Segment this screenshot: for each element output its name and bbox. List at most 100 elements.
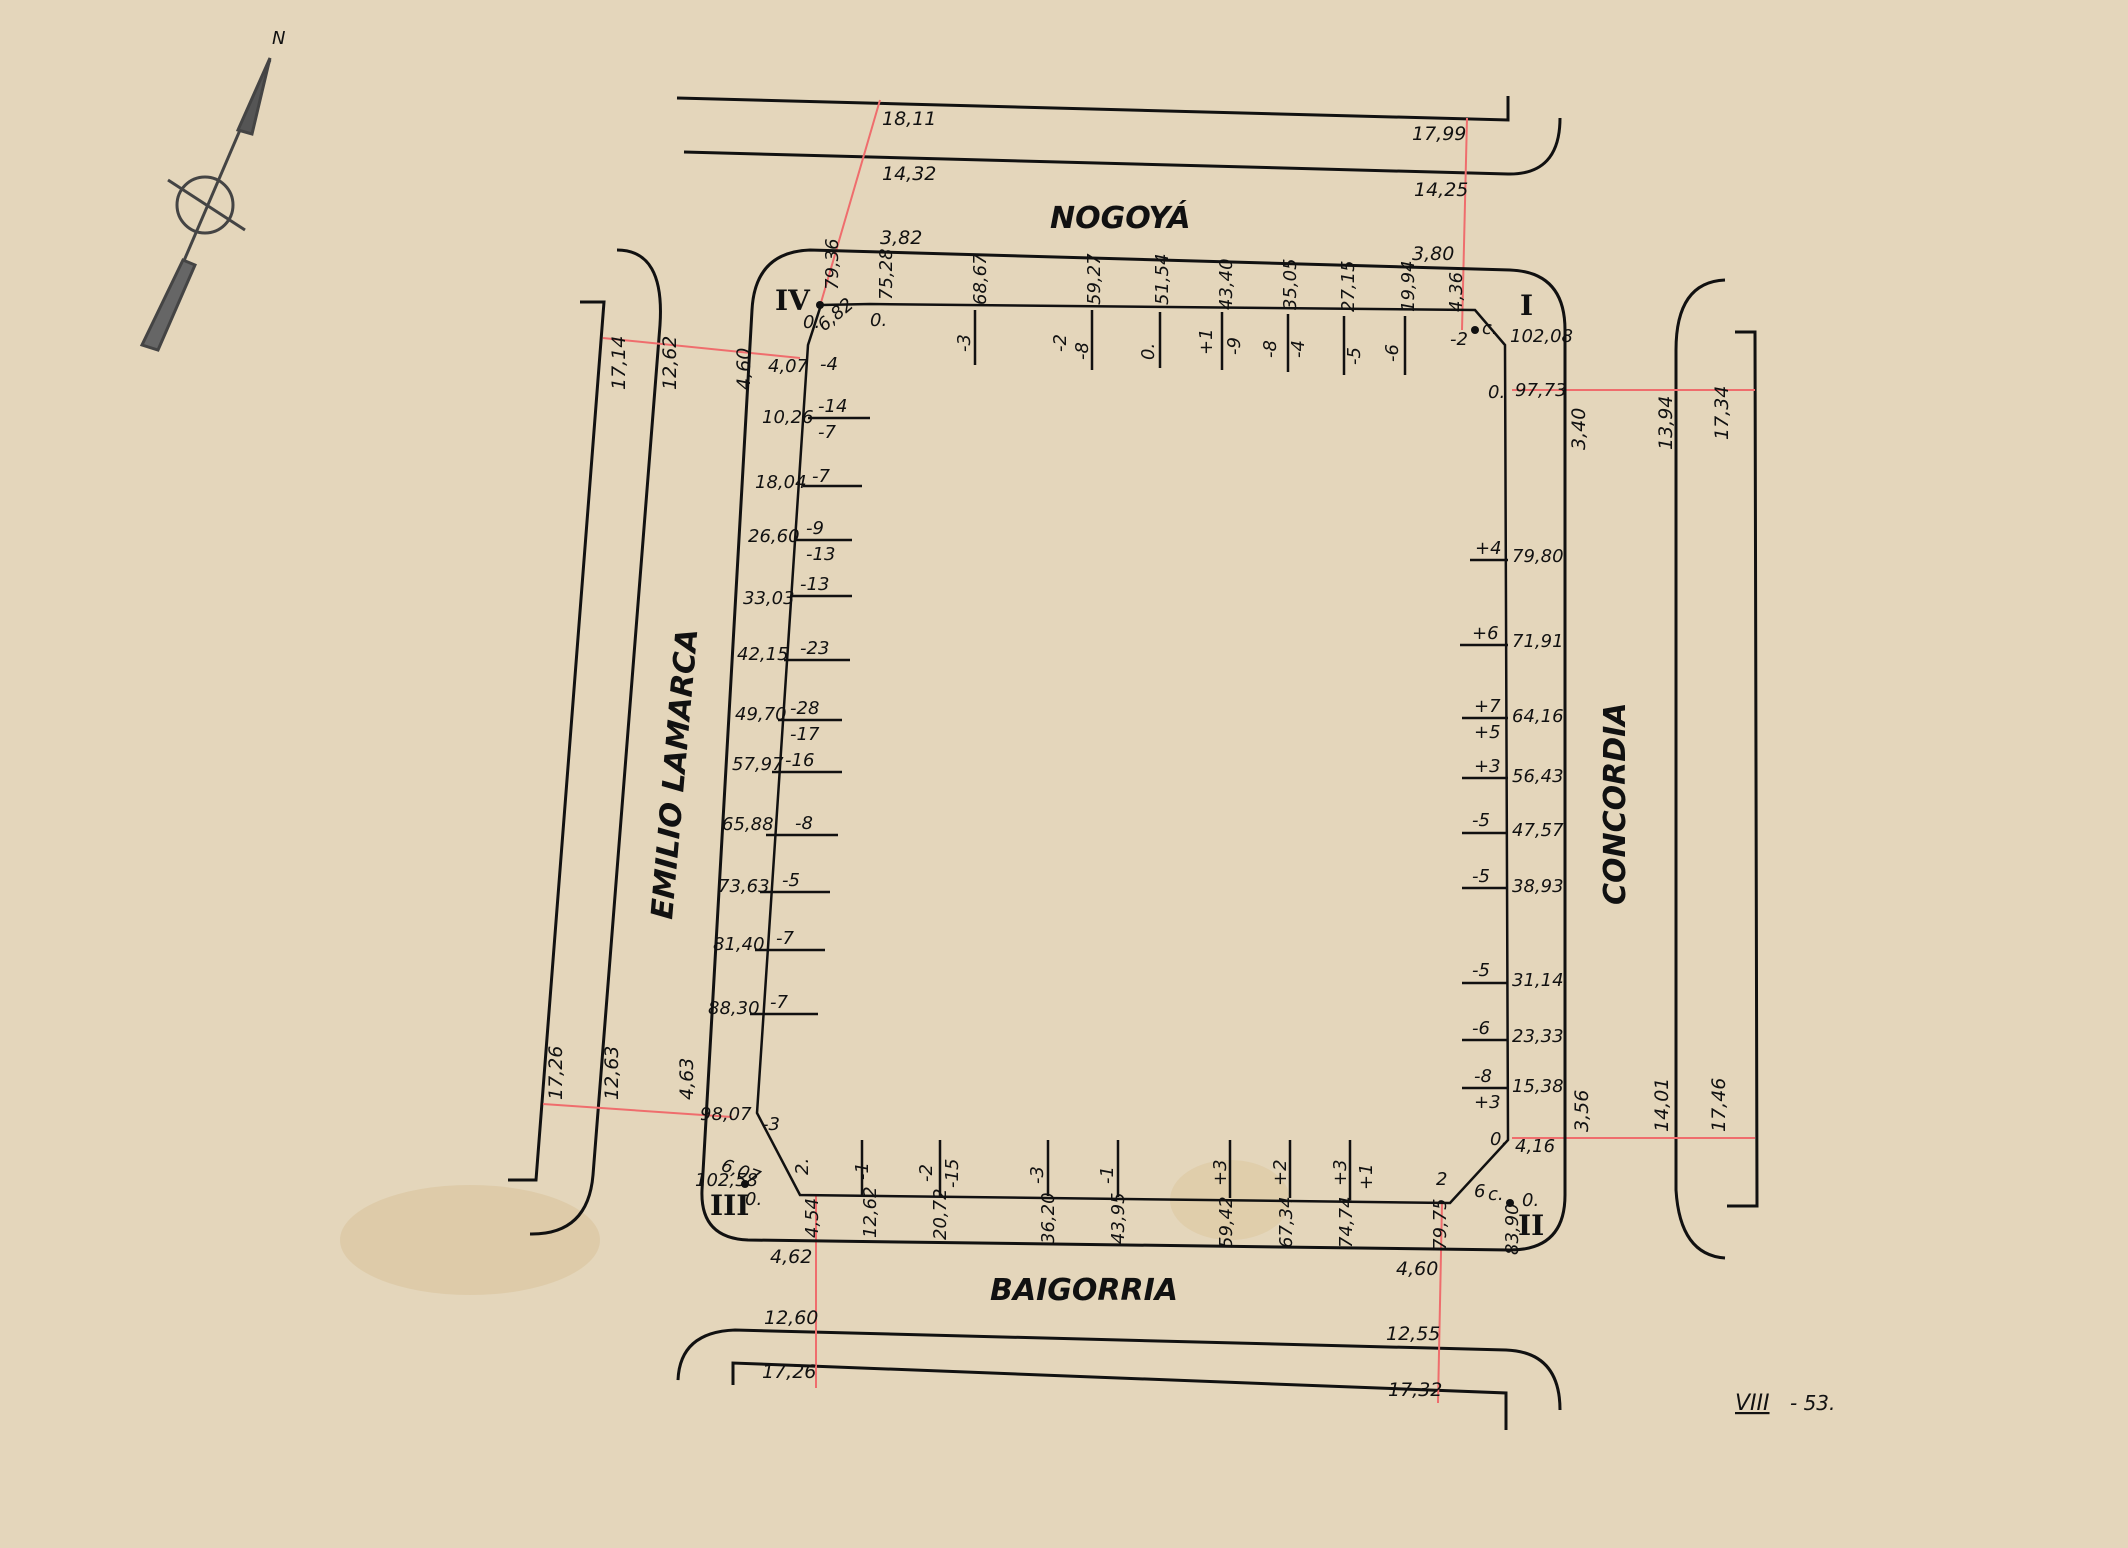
street-name-north: NOGOYÁ	[1050, 200, 1191, 236]
station-level: -23	[800, 638, 829, 659]
station-level: -9	[806, 518, 824, 539]
tie-value: 13,94	[1655, 396, 1677, 450]
station-level: -14	[818, 396, 847, 417]
tie-value: 17,26	[762, 1361, 816, 1383]
station-level: +5	[1474, 722, 1501, 743]
station-distance: 67,34	[1276, 1196, 1297, 1248]
street-name-south: BAIGORRIA	[990, 1273, 1178, 1308]
corner-value: c.	[1488, 1184, 1504, 1205]
tie-lines	[542, 99, 1755, 1404]
station-distance: 71,91	[1512, 631, 1564, 652]
corner-value: 102,58	[695, 1170, 758, 1191]
station-distance: 51,54	[1152, 253, 1173, 305]
date-year: - 53.	[1790, 1391, 1835, 1415]
station-level: -4	[1288, 340, 1309, 358]
station-distance: 19,94	[1398, 260, 1419, 312]
corner-value: 75,28	[876, 248, 897, 300]
station-distance: 68,67	[970, 253, 991, 305]
station-distance: 33,03	[743, 588, 795, 609]
station-level: -2	[916, 1164, 937, 1182]
tie-value: 17,46	[1708, 1078, 1730, 1132]
station-level: -8	[1474, 1066, 1492, 1087]
station-level: 0.	[1138, 343, 1159, 360]
corner-value: 0.	[745, 1189, 762, 1210]
tie-value: 4,62	[770, 1246, 812, 1268]
corner-value: -2	[1450, 329, 1468, 350]
corner-value: 6	[1474, 1181, 1485, 1202]
station-distance: 4,36	[1446, 272, 1467, 312]
corner-value: -4	[820, 354, 838, 375]
station-level: -7	[770, 992, 788, 1013]
tie-value: 4,60	[733, 348, 755, 390]
corner-value: 0.	[1490, 1129, 1507, 1150]
station-distance: 35,05	[1280, 258, 1301, 310]
tie-value: 14,32	[882, 163, 936, 185]
south-side-stations: 4,54 12,62 20,72 36,20 43,95 59,42 67,34…	[802, 1159, 1451, 1250]
station-distance: 27,15	[1338, 260, 1359, 312]
station-distance: 43,40	[1216, 258, 1237, 310]
tie-value: 17,99	[1412, 123, 1466, 145]
corner-label-4: IV	[775, 284, 811, 317]
station-distance: 81,40	[713, 934, 765, 955]
station-distance: 49,70	[735, 704, 787, 725]
tie-value: 17,32	[1388, 1379, 1442, 1401]
tie-value: 18,11	[882, 108, 936, 130]
date-month: VIII	[1735, 1391, 1770, 1416]
station-distance: 36,20	[1038, 1192, 1059, 1244]
station-level: -13	[800, 574, 829, 595]
corner-value: -3	[762, 1114, 780, 1135]
station-level: +3	[1474, 1092, 1501, 1113]
station-distance: 79,80	[1512, 546, 1564, 567]
corner-value: 6,82	[814, 294, 858, 336]
station-level: -5	[1472, 866, 1490, 887]
tie-value: 12,60	[764, 1307, 818, 1329]
station-distance: 42,15	[737, 644, 789, 665]
station-level: -9	[1224, 337, 1245, 355]
station-level: -15	[942, 1159, 963, 1188]
station-level: -1	[1097, 1166, 1118, 1184]
station-distance: 20,72	[930, 1188, 951, 1240]
date-note: VIII - 53.	[1735, 1391, 1835, 1416]
station-distance: 88,30	[708, 998, 760, 1019]
station-distance: 43,95	[1108, 1192, 1129, 1244]
corner-value: 0.	[1488, 382, 1505, 403]
station-level: +3	[1474, 756, 1501, 777]
station-level: -5	[782, 870, 800, 891]
corner-value: 0.	[803, 312, 820, 333]
corner-value: 2.	[792, 1158, 813, 1175]
street-name-west: EMILIO LAMARCA	[645, 627, 705, 920]
tie-value: 3,82	[880, 227, 922, 249]
corner-value: 0.	[1522, 1190, 1539, 1211]
station-level: -13	[806, 544, 835, 565]
station-distance: 10,26	[762, 407, 814, 428]
station-level: -7	[818, 422, 836, 443]
station-distance: 18,04	[755, 472, 807, 493]
lot-line	[755, 302, 1510, 1205]
station-distance: 4,54	[802, 1198, 823, 1238]
corner-value: 102,08	[1510, 326, 1573, 347]
station-level: -1	[852, 1162, 873, 1180]
station-level: -5	[1344, 347, 1365, 365]
north-arrow-icon: N	[139, 28, 285, 352]
station-level: +3	[1330, 1159, 1351, 1186]
station-level: +1	[1356, 1163, 1377, 1190]
station-level: -5	[1472, 960, 1490, 981]
station-distance: 12,62	[860, 1186, 881, 1238]
station-distance: 15,38	[1512, 1076, 1564, 1097]
station-level: -6	[1472, 1018, 1490, 1039]
station-distance: 57,97	[732, 754, 784, 775]
station-level: -5	[1472, 810, 1490, 831]
station-distance: 59,42	[1216, 1196, 1237, 1248]
corner-value: 83,90	[1502, 1203, 1523, 1255]
station-level: -8	[1072, 342, 1093, 360]
station-level: -7	[812, 466, 830, 487]
block-outline	[700, 248, 1567, 1252]
station-level: -16	[785, 750, 814, 771]
station-level: -8	[795, 813, 813, 834]
station-distance: 74,74	[1336, 1196, 1357, 1248]
north-side-stations: 68,67 59,27 51,54 43,40 35,05 27,15 19,9…	[954, 253, 1467, 365]
station-level: -2	[1050, 334, 1071, 352]
corner-points	[741, 301, 1514, 1207]
tie-value: 17,14	[608, 336, 630, 390]
